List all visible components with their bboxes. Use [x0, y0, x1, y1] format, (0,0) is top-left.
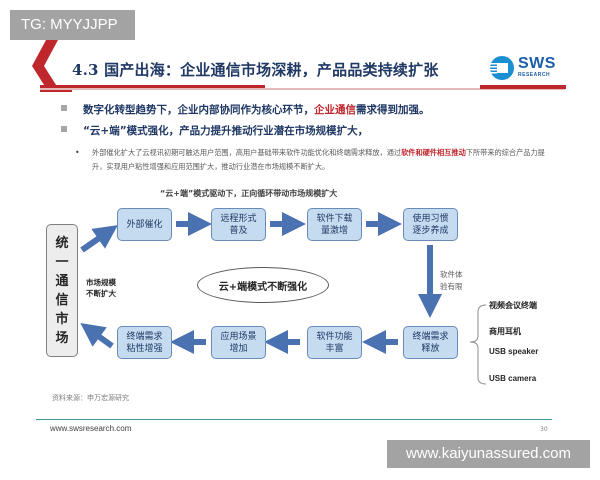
node-application-scenarios: 应用场景增加 — [211, 326, 266, 359]
watermark-bottom: www.kaiyunassured.com — [387, 440, 590, 468]
footer-url[interactable]: www.swsresearch.com — [50, 424, 132, 433]
source-note: 资料来源：申万宏源研究 — [52, 394, 129, 402]
product-usb-camera: USB camera — [489, 374, 537, 383]
sws-logo-icon — [490, 56, 514, 80]
diagram-caption: “云+端”模式驱动下，正向循环带动市场规模扩大 — [160, 189, 338, 198]
node-remote-adoption: 远程形式普及 — [211, 208, 266, 241]
node-external-catalyst: 外部催化 — [117, 208, 172, 241]
footer-divider — [36, 419, 552, 420]
brace-icon — [469, 304, 487, 385]
highlight-hw-sw: 软件和硬件相互推动 — [401, 148, 466, 157]
node-usage-habits: 使用习惯逐步养成 — [403, 208, 458, 241]
watermark-top: TG: MYYJJPP — [10, 10, 135, 40]
bullet-2: “云+端”模式强化，产品力提升推动行业潜在市场规模扩大， — [61, 123, 368, 138]
product-video-conf-terminal: 视频会议终端 — [489, 301, 537, 310]
node-software-features: 软件功能丰富 — [307, 326, 362, 359]
bullet-1: 数字化转型趋势下，企业内部协同作为核心环节，企业通信需求得到加强。 — [61, 102, 430, 117]
product-business-headset: 商用耳机 — [489, 327, 521, 336]
header-divider-light — [40, 88, 565, 90]
arrow-up-right-icon — [80, 225, 118, 253]
node-software-downloads: 软件下载量激增 — [307, 208, 362, 241]
page-number: 30 — [540, 426, 548, 433]
bullet-square-icon — [61, 126, 67, 132]
unified-comm-market-block: 统 一 通 信 市 场 — [46, 224, 78, 357]
product-usb-speaker: USB speaker — [489, 347, 539, 356]
page-title: 4.3 国产出海：企业通信市场深耕，产品品类持续扩张 — [72, 61, 439, 79]
arrow-up-left-icon — [80, 322, 114, 349]
header-divider-right — [480, 85, 566, 89]
node-terminal-demand-release: 终端需求释放 — [403, 326, 458, 359]
highlight-enterprise-comm: 企业通信 — [314, 104, 356, 116]
sub-bullet: • 外部催化扩大了云视讯初期可触达用户范围，高用户基础带来软件功能优化和终端需求… — [75, 148, 545, 171]
sws-logo-text: SWS — [518, 55, 556, 72]
header-divider — [40, 85, 265, 88]
node-terminal-stickiness: 终端需求粘性增强 — [117, 326, 172, 359]
bullet-dot-icon: • — [75, 148, 80, 157]
sws-logo-subtext: RESEARCH — [518, 72, 551, 78]
bullet-square-icon — [61, 105, 67, 111]
cloud-terminal-ellipse: 云+端模式不断强化 — [197, 267, 329, 303]
market-growth-label: 市场规模 不断扩大 — [86, 278, 116, 298]
software-experience-limited-label: 软件体 验有限 — [440, 270, 463, 291]
